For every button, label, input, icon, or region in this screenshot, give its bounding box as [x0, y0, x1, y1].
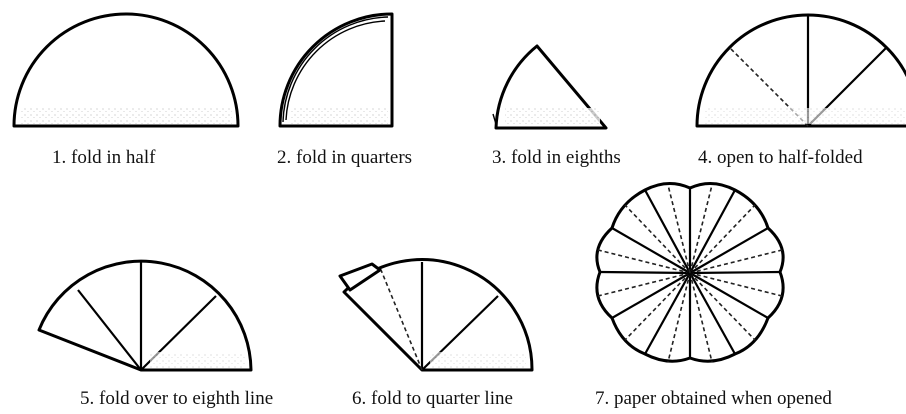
step6-fold-quarter [338, 258, 534, 372]
caption-step4: 4. open to half-folded [698, 147, 863, 168]
caption-step7: 7. paper obtained when opened [595, 388, 832, 409]
step7-opened-flower [595, 182, 785, 363]
caption-step1: 1. fold in half [52, 147, 156, 168]
step3-eighth-wedge [492, 44, 608, 130]
step2-quarter-circle [278, 12, 394, 128]
caption-step6: 6. fold to quarter line [352, 388, 513, 409]
caption-step2: 2. fold in quarters [277, 147, 413, 168]
step1-half-circle [12, 12, 240, 128]
step4-half-folded [695, 13, 906, 128]
caption-step3: 3. fold in eighths [492, 147, 621, 168]
step5-fold-over [37, 259, 253, 372]
caption-step5: 5. fold over to eighth line [80, 388, 274, 409]
